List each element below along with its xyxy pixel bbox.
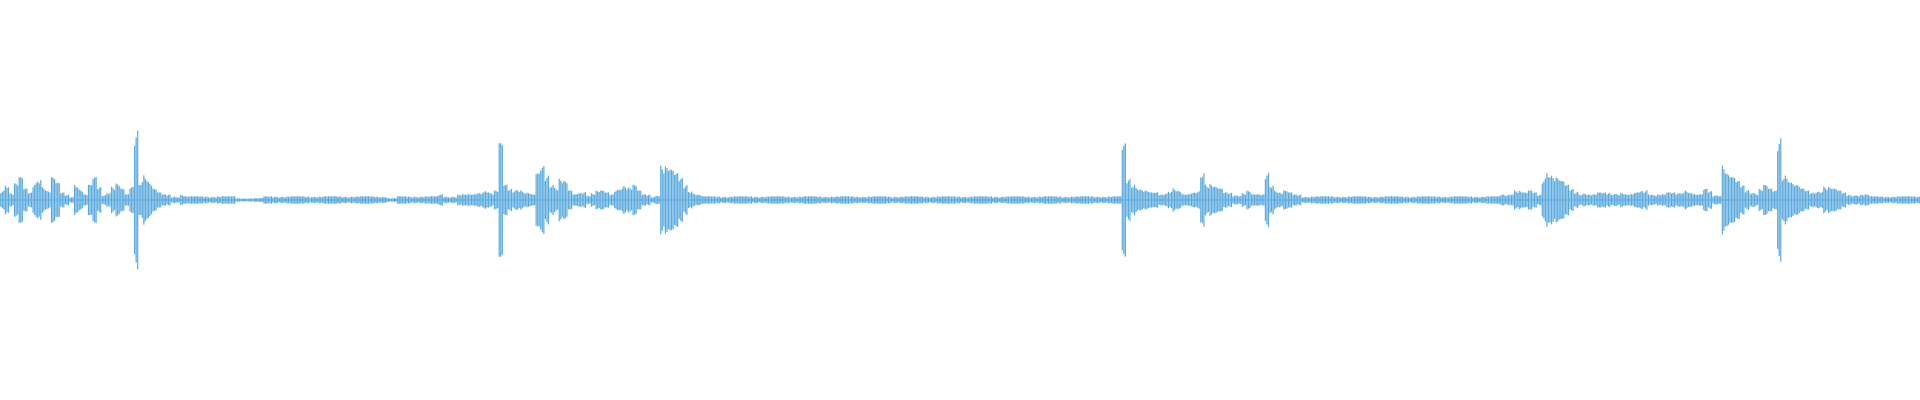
waveform-samples <box>0 130 1920 270</box>
